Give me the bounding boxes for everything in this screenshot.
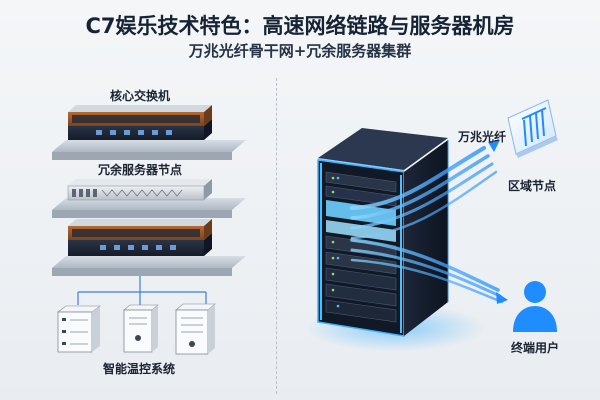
page-subtitle: 万兆光纤骨干网+冗余服务器集群 — [188, 42, 412, 60]
fiber-label: 万兆光纤 — [458, 130, 507, 144]
end-user-icon — [513, 281, 557, 332]
core-switch-unit-upper — [68, 105, 212, 140]
redundant-server-node — [67, 179, 212, 201]
fiber-arrows — [488, 140, 508, 304]
shelf-top — [52, 140, 246, 152]
region-node-icon — [507, 99, 558, 158]
cooling-system-label: 智能温控系统 — [102, 362, 176, 376]
redundant-node-label: 冗余服务器节点 — [97, 163, 183, 177]
section-divider — [276, 78, 277, 394]
shelf-middle — [52, 198, 246, 210]
arrow-to-region-node-icon — [488, 140, 500, 152]
region-node-label: 区域节点 — [507, 179, 557, 193]
core-switch-label: 核心交换机 — [109, 89, 171, 103]
arrow-to-end-user-icon — [496, 292, 508, 304]
shelf-bottom — [52, 256, 246, 268]
end-user-label: 终端用户 — [510, 341, 560, 355]
cooling-unit-1 — [57, 305, 101, 353]
server-stack — [52, 105, 246, 276]
cooling-connectors — [77, 276, 207, 305]
page-title: C7娱乐技术特色：高速网络链路与服务器机房 — [85, 14, 515, 38]
cooling-unit-2 — [123, 304, 159, 353]
cooling-unit-3 — [175, 303, 216, 355]
fiber-beams — [350, 146, 504, 304]
server-unit-lower — [68, 219, 212, 256]
